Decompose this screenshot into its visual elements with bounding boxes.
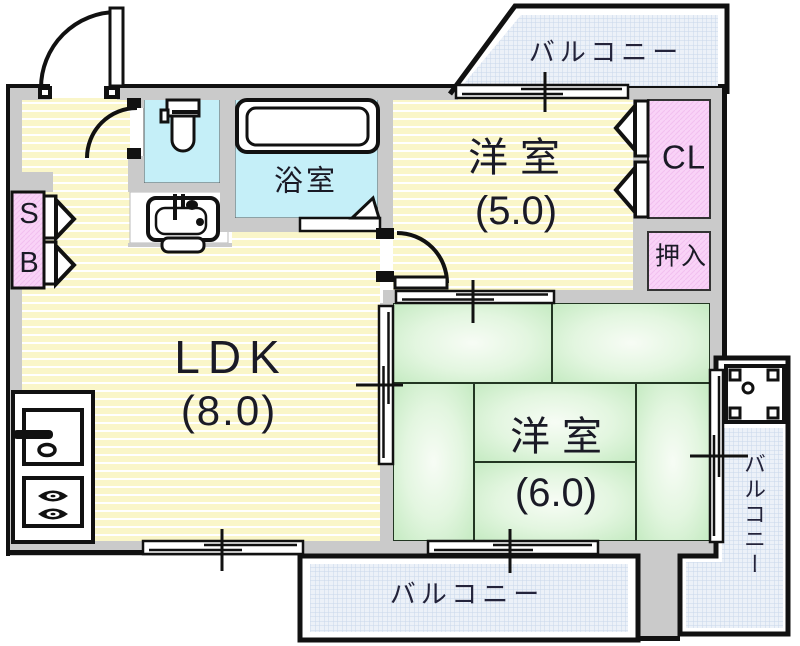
stove-icon	[22, 476, 84, 528]
bathtub-icon	[235, 98, 380, 154]
balcony-bottom-floor	[310, 564, 628, 632]
washing-machine-pan-icon	[724, 364, 786, 424]
balcony-top-label: バルコニー	[528, 37, 684, 67]
western-room-5-label: 洋室	[468, 136, 572, 180]
entrance-door-icon	[38, 6, 125, 99]
faucet-icon	[13, 430, 53, 439]
center-ticks	[220, 72, 748, 573]
bathroom-door-track	[298, 216, 382, 233]
sliding-door-w5-w6	[394, 289, 556, 305]
western-room-6-size: (6.0)	[514, 471, 598, 515]
western-room-6-label: 洋室	[510, 415, 614, 459]
window-top	[454, 83, 630, 100]
western-room-5-door-icon	[376, 228, 449, 290]
bathroom-label: 浴室	[273, 165, 339, 198]
closets	[10, 99, 711, 291]
toilet-door-icon	[85, 98, 141, 159]
ldk-size: (8.0)	[180, 387, 278, 434]
toilet-icon	[159, 98, 201, 153]
windows-and-sliders	[141, 72, 748, 573]
balcony-right-label: バルコニー	[741, 452, 766, 578]
folding-door-icon	[613, 99, 650, 219]
window-w6-bottom	[426, 539, 600, 556]
oshiire-label: 押入	[654, 242, 708, 271]
balcony-top-outline	[447, 3, 730, 96]
ldk-label: LDK	[174, 331, 288, 383]
swing-doors	[38, 6, 449, 290]
bathroom-door-icon	[348, 195, 382, 220]
balconies	[297, 3, 791, 643]
folding-door-icon	[42, 194, 77, 290]
shoebox-line1: S	[19, 198, 39, 230]
kitchen-unit-icon	[11, 390, 95, 544]
fixtures	[11, 98, 380, 544]
closet-cl	[647, 99, 711, 219]
shoebox-cabinet	[10, 190, 46, 290]
washbasin-icon	[146, 194, 220, 254]
closet-cl-label: CL	[661, 138, 707, 176]
shoebox-label: S B	[12, 190, 46, 288]
balcony-top-floor	[462, 15, 718, 86]
balcony-bottom-label: バルコニー	[389, 579, 545, 609]
balcony-right-floor	[686, 428, 783, 628]
shoebox-line2: B	[19, 247, 39, 279]
western-room-5-size: (5.0)	[474, 189, 558, 233]
oshiire-closet	[647, 231, 711, 291]
room-floors	[22, 97, 711, 542]
